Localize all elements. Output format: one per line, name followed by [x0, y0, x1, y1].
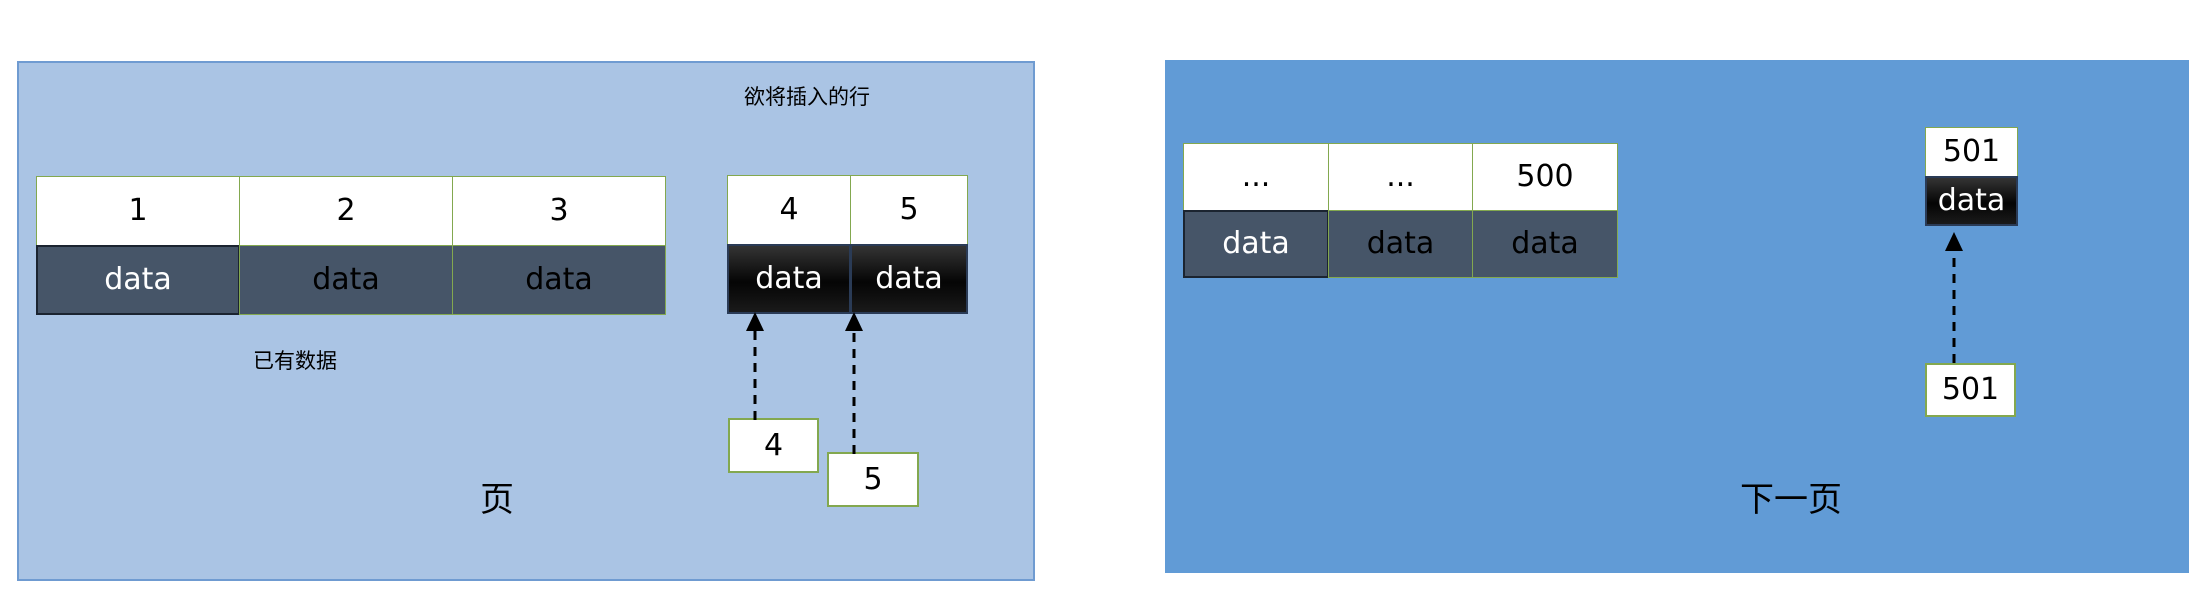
next-page-panel	[1165, 60, 2189, 573]
table-row-keys: ... ... 500	[1183, 143, 1618, 211]
table-row-data: data data	[727, 244, 968, 314]
current-page-caption: 页	[480, 480, 514, 520]
cell-data-ellipsis-1: data	[1183, 210, 1329, 278]
rows-to-insert-label: 欲将插入的行	[744, 85, 870, 109]
next-page-caption: 下一页	[1740, 480, 1842, 520]
insert-cell-data-501: data	[1925, 176, 2018, 226]
table-row-data: data data data	[36, 245, 666, 315]
cell-key-ellipsis-2: ...	[1328, 143, 1473, 211]
cell-data-1: data	[36, 245, 240, 315]
insert-cell-key-501: 501	[1925, 127, 2018, 177]
table-row-keys: 4 5	[727, 175, 968, 245]
cell-data-ellipsis-2: data	[1328, 210, 1473, 278]
cell-data-2: data	[239, 245, 453, 315]
source-box-5: 5	[827, 452, 919, 507]
current-page-table: 1 2 3 data data data	[36, 176, 666, 315]
source-box-4: 4	[728, 418, 819, 473]
table-row-data: data	[1925, 176, 2018, 226]
next-page-insert-table: 501 data	[1925, 127, 2018, 226]
cell-key-2: 2	[239, 176, 453, 246]
insert-cell-key-4: 4	[727, 175, 851, 245]
next-page-table: ... ... 500 data data data	[1183, 143, 1618, 278]
cell-key-1: 1	[36, 176, 240, 246]
cell-key-3: 3	[452, 176, 666, 246]
existing-data-label: 已有数据	[253, 349, 337, 373]
insert-cell-key-5: 5	[850, 175, 968, 245]
cell-data-500: data	[1472, 210, 1618, 278]
cell-data-3: data	[452, 245, 666, 315]
insert-cell-data-5: data	[850, 244, 968, 314]
rows-to-insert-table: 4 5 data data	[727, 175, 968, 314]
cell-key-500: 500	[1472, 143, 1618, 211]
source-box-501: 501	[1925, 363, 2016, 417]
cell-key-ellipsis-1: ...	[1183, 143, 1329, 211]
table-row-keys: 501	[1925, 127, 2018, 177]
table-row-data: data data data	[1183, 210, 1618, 278]
table-row-keys: 1 2 3	[36, 176, 666, 246]
insert-cell-data-4: data	[727, 244, 851, 314]
